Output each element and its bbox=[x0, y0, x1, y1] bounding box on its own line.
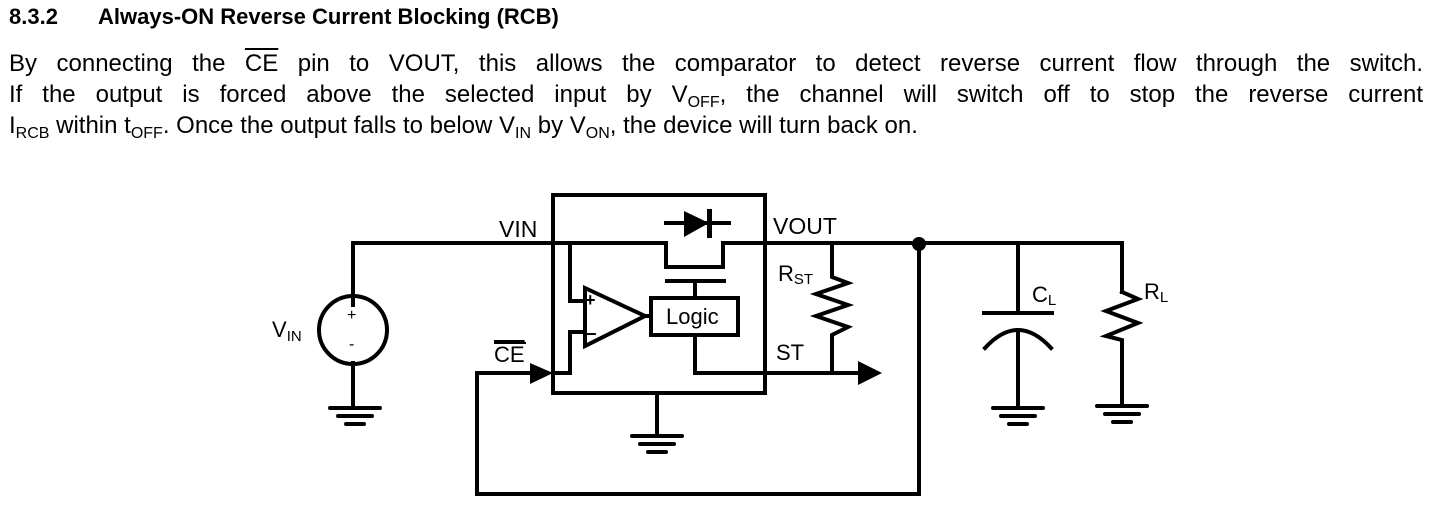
vin-source bbox=[317, 294, 389, 366]
rl-sub: L bbox=[1160, 289, 1168, 306]
vin-net-label: VIN bbox=[499, 216, 537, 242]
vin-source-sub: IN bbox=[287, 328, 302, 345]
rst-letter: R bbox=[778, 261, 794, 286]
paragraph-line-1: By connecting the CE pin to VOUT, this a… bbox=[9, 48, 1423, 79]
diode-bar bbox=[707, 209, 712, 238]
paragraph-line-2: If the output is forced above the select… bbox=[9, 79, 1423, 111]
section-heading: 8.3.2 Always-ON Reverse Current Blocking … bbox=[9, 4, 559, 30]
text: , the channel will switch off to stop th… bbox=[719, 81, 1423, 108]
vin-source-letter: V bbox=[272, 317, 287, 342]
text: . Once the output falls to below V bbox=[162, 112, 516, 139]
ce-overline-text: CE bbox=[244, 50, 279, 77]
ground-icon bbox=[328, 406, 382, 426]
text: pin to VOUT, this allows the comparator … bbox=[278, 50, 1423, 77]
section-title: Always-ON Reverse Current Blocking (RCB) bbox=[98, 4, 559, 29]
rst-sub: ST bbox=[794, 271, 813, 288]
subscript: ON bbox=[585, 125, 610, 142]
junction-dot bbox=[912, 237, 926, 251]
ce-arrow-icon bbox=[530, 363, 553, 384]
subscript: RCB bbox=[15, 125, 50, 142]
vin-source-label: VIN bbox=[272, 317, 302, 345]
subscript: OFF bbox=[130, 125, 163, 142]
comp-plus-wire bbox=[568, 241, 587, 303]
ce-label: CE bbox=[494, 342, 525, 367]
text: within t bbox=[49, 112, 131, 139]
paragraph-line-3: IRCB within tOFF. Once the output falls … bbox=[9, 110, 1423, 142]
rst-label: RST bbox=[778, 261, 813, 288]
description-paragraph: By connecting the CE pin to VOUT, this a… bbox=[9, 48, 1423, 142]
rl-resistor bbox=[1099, 289, 1144, 406]
cl-label: CL bbox=[1032, 282, 1056, 309]
plus-label: + bbox=[347, 307, 356, 324]
text: If the output is forced above the select… bbox=[9, 81, 688, 108]
subscript: IN bbox=[515, 125, 532, 142]
ce-feedback-wire bbox=[475, 241, 921, 496]
rl-letter: R bbox=[1144, 279, 1160, 304]
rst-resistor bbox=[809, 241, 855, 375]
comp-minus-label: − bbox=[586, 324, 597, 344]
logic-label: Logic bbox=[666, 304, 719, 329]
comp-plus-label: + bbox=[585, 290, 596, 310]
ground-symbols bbox=[328, 404, 1149, 454]
ground-icon bbox=[991, 406, 1045, 426]
vout-net-label: VOUT bbox=[773, 213, 837, 239]
comparator bbox=[583, 284, 650, 350]
minus-label: - bbox=[349, 336, 354, 353]
diode-icon bbox=[684, 211, 709, 237]
section-number: 8.3.2 bbox=[9, 4, 58, 29]
ground-icon bbox=[1095, 404, 1149, 424]
cl-letter: C bbox=[1032, 282, 1048, 307]
st-wire bbox=[693, 333, 872, 375]
text: , the device will turn back on. bbox=[609, 112, 918, 139]
text: By connecting the bbox=[9, 50, 245, 77]
text: by V bbox=[531, 112, 586, 139]
st-label: ST bbox=[776, 340, 804, 365]
subscript: OFF bbox=[687, 94, 720, 111]
ground-icon bbox=[630, 434, 684, 454]
text: I bbox=[9, 112, 16, 139]
cl-sub: L bbox=[1048, 292, 1056, 309]
comp-minus-wire bbox=[551, 330, 587, 375]
st-arrow-icon bbox=[858, 361, 882, 385]
rl-label: RL bbox=[1144, 279, 1168, 306]
vin-vout-wire bbox=[351, 241, 1124, 307]
